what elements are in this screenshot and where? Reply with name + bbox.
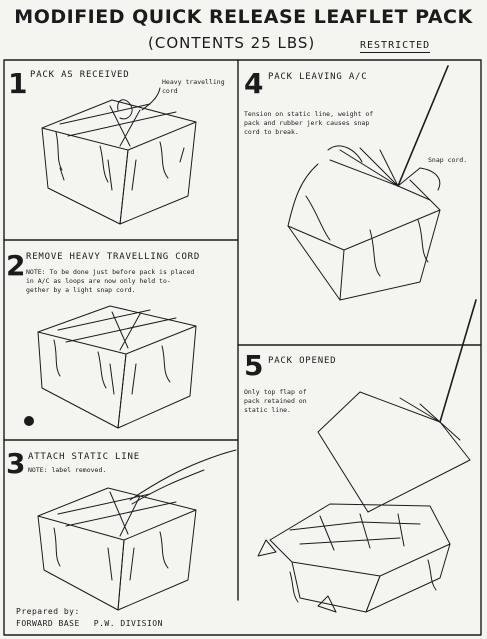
pack-leaving-drawing [287, 65, 449, 301]
step-note-4: Tension on static line, weight of pack a… [244, 110, 374, 136]
step-heading-3: ATTACH STATIC LINE [28, 452, 140, 462]
contents-weight: (CONTENTS 25 LBS) [148, 34, 316, 52]
pack-opened-drawing [257, 299, 477, 613]
step-number-4: 4 [244, 67, 264, 100]
footer-division-line: FORWARD BASE P.W. DIVISION [16, 618, 163, 630]
page-title: MODIFIED QUICK RELEASE LEAFLET PACK [14, 6, 473, 28]
footer-prepared-label: Prepared by: [16, 607, 80, 616]
step-number-5: 5 [244, 349, 264, 382]
prepared-by-footer: Prepared by: FORWARD BASE P.W. DIVISION [16, 606, 163, 630]
bullet-dot [24, 416, 34, 426]
step-heading-4: PACK LEAVING A/C [268, 72, 368, 82]
step-note-5: Only top flap of pack retained on static… [244, 388, 307, 414]
cord-removed-drawing [37, 305, 197, 429]
step-number-1: 1 [8, 67, 28, 100]
step-number-2: 2 [6, 249, 26, 282]
static-line-drawing [37, 449, 237, 611]
step-note-3: NOTE: label removed. [28, 466, 107, 474]
callout-travelling-cord: Heavy travelling cord [162, 78, 225, 95]
step-heading-2: REMOVE HEAVY TRAVELLING CORD [26, 252, 201, 262]
panel-grid [3, 59, 482, 636]
classification-stamp: RESTRICTED [360, 40, 431, 53]
step-heading-5: PACK OPENED [268, 356, 337, 366]
footer-division: P.W. DIVISION [93, 619, 163, 628]
step-number-3: 3 [6, 447, 26, 480]
pack-received-drawing [41, 87, 197, 225]
step-heading-1: PACK AS RECEIVED [30, 70, 130, 80]
step-note-2: NOTE: To be done just before pack is pla… [26, 268, 195, 294]
callout-snap-cord: Snap cord. [428, 156, 468, 164]
footer-base: FORWARD BASE [16, 619, 80, 628]
